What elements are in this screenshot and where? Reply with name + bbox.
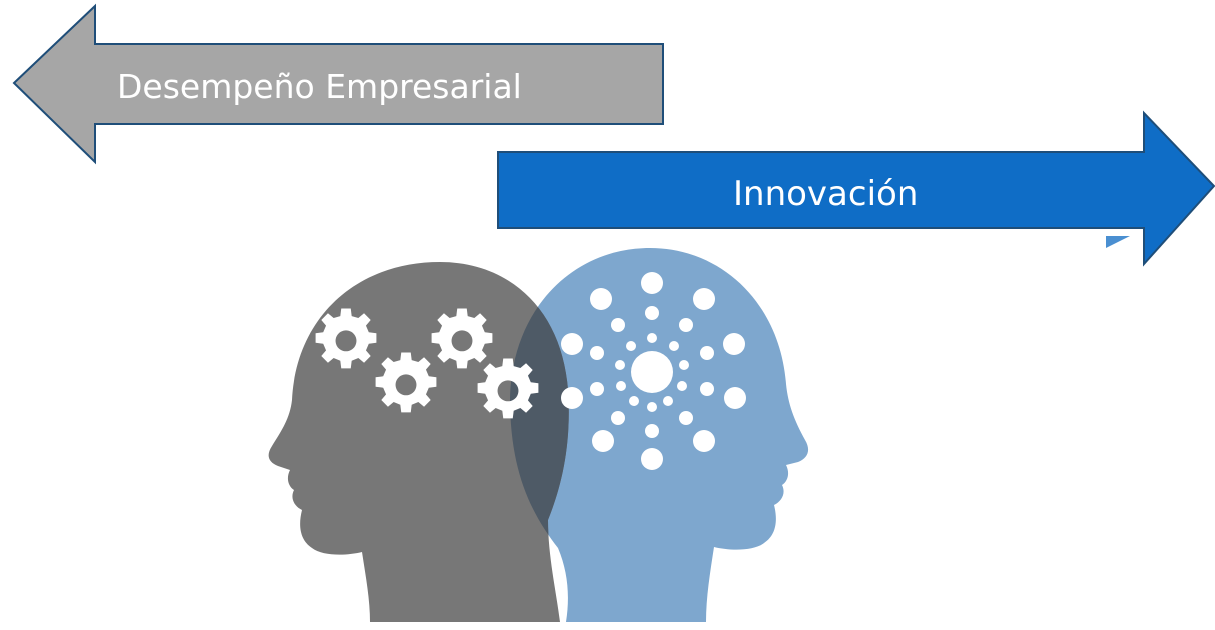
arrow-innovacion xyxy=(497,110,1215,267)
gears-icon xyxy=(315,308,539,419)
arrow-label-desempeno-empresarial: Desempeño Empresarial xyxy=(117,67,522,106)
arrow-label-innovacion: Innovación xyxy=(733,174,919,214)
arrow-desempeno-empresarial xyxy=(12,3,664,165)
idea-burst-icon xyxy=(561,272,746,470)
arrow-fold-icon xyxy=(1106,236,1130,248)
